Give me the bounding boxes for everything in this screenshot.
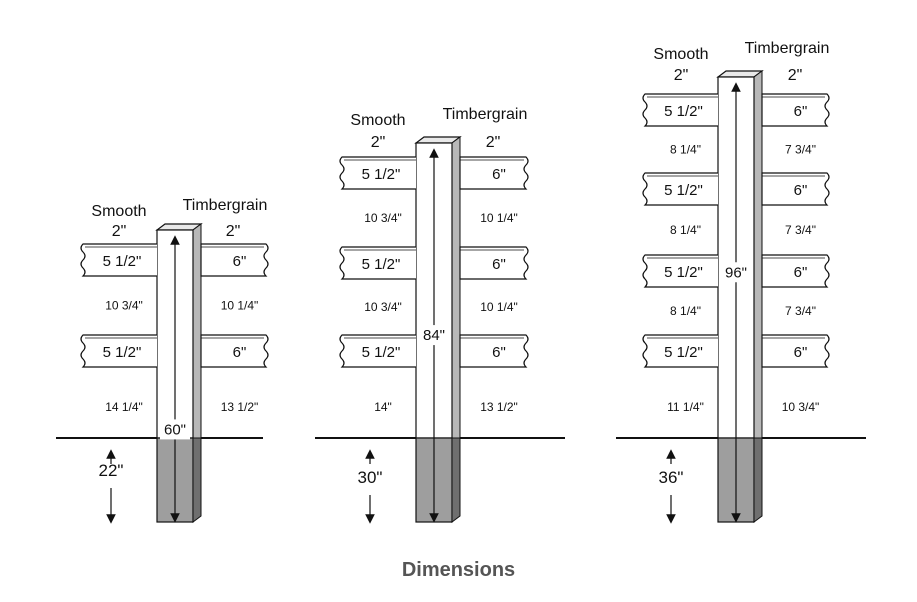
post-3-height-label: 96" bbox=[725, 264, 747, 281]
post-1-timbergrain-header: Timbergrain bbox=[183, 197, 268, 214]
post-2-timbergrain-board-label-1: 6" bbox=[492, 166, 506, 183]
post-3-smooth-gap-4: 11 1/4" bbox=[667, 400, 704, 414]
post-1-timbergrain-gap-1: 10 1/4" bbox=[221, 299, 259, 313]
post-3-smooth-board-3 bbox=[642, 254, 718, 288]
post-2-smooth-board-label-2: 5 1/2" bbox=[362, 256, 401, 273]
diagram-caption: Dimensions bbox=[401, 559, 516, 581]
post-1-buried-side bbox=[192, 437, 202, 523]
post-3-smooth-board-2 bbox=[642, 172, 718, 206]
post-1-smooth-gap-1: 10 3/4" bbox=[105, 299, 143, 313]
post-3-timbergrain-gap-4: 10 3/4" bbox=[782, 400, 820, 414]
post-3-timbergrain-board-label-3: 6" bbox=[794, 264, 808, 281]
post-2-timbergrain-board-label-2: 6" bbox=[492, 256, 506, 273]
post-1-smooth-board-label-2: 5 1/2" bbox=[103, 344, 142, 361]
post-2-buried-side bbox=[451, 437, 461, 523]
post-3-timbergrain-board-label-2: 6" bbox=[794, 182, 808, 199]
post-1-smooth-thickness: 2" bbox=[112, 223, 127, 240]
post-2-timbergrain-gap-2: 10 1/4" bbox=[480, 300, 518, 314]
post-1-smooth-header: Smooth bbox=[91, 203, 146, 220]
post-2-smooth-board-2 bbox=[339, 246, 416, 280]
post-2-timbergrain-header: Timbergrain bbox=[443, 106, 528, 123]
post-3-timbergrain-board-label-4: 6" bbox=[794, 344, 808, 361]
post-2-smooth-board-1 bbox=[339, 156, 416, 190]
post-3-side-face bbox=[753, 70, 763, 439]
post-3-timbergrain-gap-1: 7 3/4" bbox=[785, 143, 816, 157]
post-2-timbergrain-board-2 bbox=[459, 246, 529, 280]
post-3-timbergrain-board-label-1: 6" bbox=[794, 103, 808, 120]
post-3-timbergrain-board-4 bbox=[761, 334, 830, 368]
post-3-smooth-header: Smooth bbox=[653, 46, 708, 63]
post-2-smooth-gap-2: 10 3/4" bbox=[364, 300, 402, 314]
post-1-side-face bbox=[192, 223, 202, 439]
post-3-timbergrain-board-2 bbox=[761, 172, 830, 206]
post-1-smooth-board-2 bbox=[80, 334, 157, 368]
post-3-timbergrain-board-3 bbox=[761, 254, 830, 288]
post-3-timbergrain-header: Timbergrain bbox=[745, 40, 830, 57]
post-2-height-label-bg bbox=[419, 325, 449, 346]
post-3-smooth-gap-2: 8 1/4" bbox=[670, 223, 701, 237]
post-3-smooth-gap-1: 8 1/4" bbox=[670, 143, 701, 157]
post-2-timbergrain-board-3 bbox=[459, 334, 529, 368]
post-3-smooth-board-4 bbox=[642, 334, 718, 368]
post-2-smooth-board-label-3: 5 1/2" bbox=[362, 344, 401, 361]
post-3-smooth-thickness: 2" bbox=[674, 67, 689, 84]
post-2-depth-label: 30" bbox=[358, 468, 383, 487]
post-1-height-label: 60" bbox=[164, 421, 186, 438]
post-3-smooth-board-label-1: 5 1/2" bbox=[664, 103, 703, 120]
post-3-timbergrain-gap-2: 7 3/4" bbox=[785, 223, 816, 237]
post-2-height-label: 84" bbox=[423, 327, 445, 344]
post-2-smooth-board-label-1: 5 1/2" bbox=[362, 166, 401, 183]
post-3-smooth-board-label-3: 5 1/2" bbox=[664, 264, 703, 281]
post-1-height-label-bg bbox=[160, 419, 190, 440]
post-1-timbergrain-board-label-2: 6" bbox=[233, 344, 247, 361]
post-2-smooth-gap-3: 14" bbox=[374, 400, 392, 414]
post-2-timbergrain-gap-3: 13 1/2" bbox=[480, 400, 518, 414]
post-3-smooth-board-1 bbox=[642, 93, 718, 127]
post-1-timbergrain-board-2 bbox=[200, 334, 269, 368]
post-2-timbergrain-board-1 bbox=[459, 156, 529, 190]
post-1-depth-label: 22" bbox=[99, 461, 124, 480]
post-1-timbergrain-board-1 bbox=[200, 243, 269, 277]
post-3-timbergrain-board-1 bbox=[761, 93, 830, 127]
post-2-smooth-board-3 bbox=[339, 334, 416, 368]
post-1-smooth-gap-2: 14 1/4" bbox=[105, 400, 143, 414]
post-3-smooth-board-label-4: 5 1/2" bbox=[664, 344, 703, 361]
post-3-smooth-gap-3: 8 1/4" bbox=[670, 304, 701, 318]
post-3-buried-side bbox=[753, 437, 763, 523]
post-1-smooth-board-label-1: 5 1/2" bbox=[103, 253, 142, 270]
post-1-smooth-board-1 bbox=[80, 243, 157, 277]
post-3-depth-label: 36" bbox=[659, 468, 684, 487]
post-2-timbergrain-thickness: 2" bbox=[486, 134, 501, 151]
post-1-timbergrain-thickness: 2" bbox=[226, 223, 241, 240]
post-3-smooth-board-label-2: 5 1/2" bbox=[664, 182, 703, 199]
post-2-timbergrain-board-label-3: 6" bbox=[492, 344, 506, 361]
post-3-height-label-bg bbox=[721, 262, 751, 283]
post-2-timbergrain-gap-1: 10 1/4" bbox=[480, 211, 518, 225]
post-3-timbergrain-gap-3: 7 3/4" bbox=[785, 304, 816, 318]
post-2-smooth-header: Smooth bbox=[350, 112, 405, 129]
post-3-timbergrain-thickness: 2" bbox=[788, 67, 803, 84]
post-2-smooth-gap-1: 10 3/4" bbox=[364, 211, 402, 225]
post-1-timbergrain-gap-2: 13 1/2" bbox=[221, 400, 259, 414]
post-2-smooth-thickness: 2" bbox=[371, 134, 386, 151]
post-2-side-face bbox=[451, 136, 461, 439]
post-1-timbergrain-board-label-1: 6" bbox=[233, 253, 247, 270]
